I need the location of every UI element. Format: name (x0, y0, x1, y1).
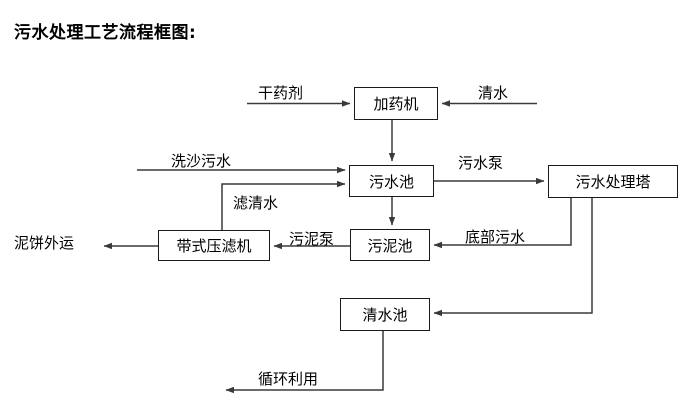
edge-tower-to-clean-water (433, 198, 593, 317)
edge-label-sand-wash-water: 洗沙污水 (171, 152, 232, 170)
terminal-label-mud-cake-out: 泥饼外运 (14, 234, 75, 252)
node-label: 污泥池 (367, 236, 413, 255)
edge-recycle-reuse (225, 331, 384, 394)
node-label: 带式压滤机 (176, 237, 252, 255)
node-wastewater-pool[interactable]: 污水池 (349, 165, 434, 197)
edge-label-bottom-sewage: 底部污水 (465, 228, 526, 246)
edge-bottom-sewage (433, 198, 572, 249)
node-clean-water-pool[interactable]: 清水池 (340, 298, 430, 331)
edge-label-dry-chemical: 干药剂 (258, 84, 304, 102)
edge-label-sludge-pump: 污泥泵 (289, 230, 335, 248)
node-label: 加药机 (373, 95, 419, 113)
edge-label-recycle-reuse: 循环利用 (258, 370, 319, 388)
edge-label-clean-water-in: 清水 (478, 84, 509, 102)
node-sludge-pool[interactable]: 污泥池 (350, 229, 430, 261)
edge-filtered-water (221, 180, 346, 230)
page-title: 污水处理工艺流程框图: (14, 23, 197, 43)
edge-label-wastewater-pump: 污水泵 (458, 154, 504, 172)
node-belt-filter-press[interactable]: 带式压滤机 (158, 230, 270, 261)
node-treatment-tower[interactable]: 污水处理塔 (548, 165, 678, 198)
node-dosing-machine[interactable]: 加药机 (354, 87, 438, 120)
node-label: 清水池 (362, 306, 408, 324)
node-label: 污水池 (368, 172, 414, 191)
node-label: 污水处理塔 (575, 173, 651, 191)
edge-label-filtered-water: 滤清水 (233, 194, 279, 212)
